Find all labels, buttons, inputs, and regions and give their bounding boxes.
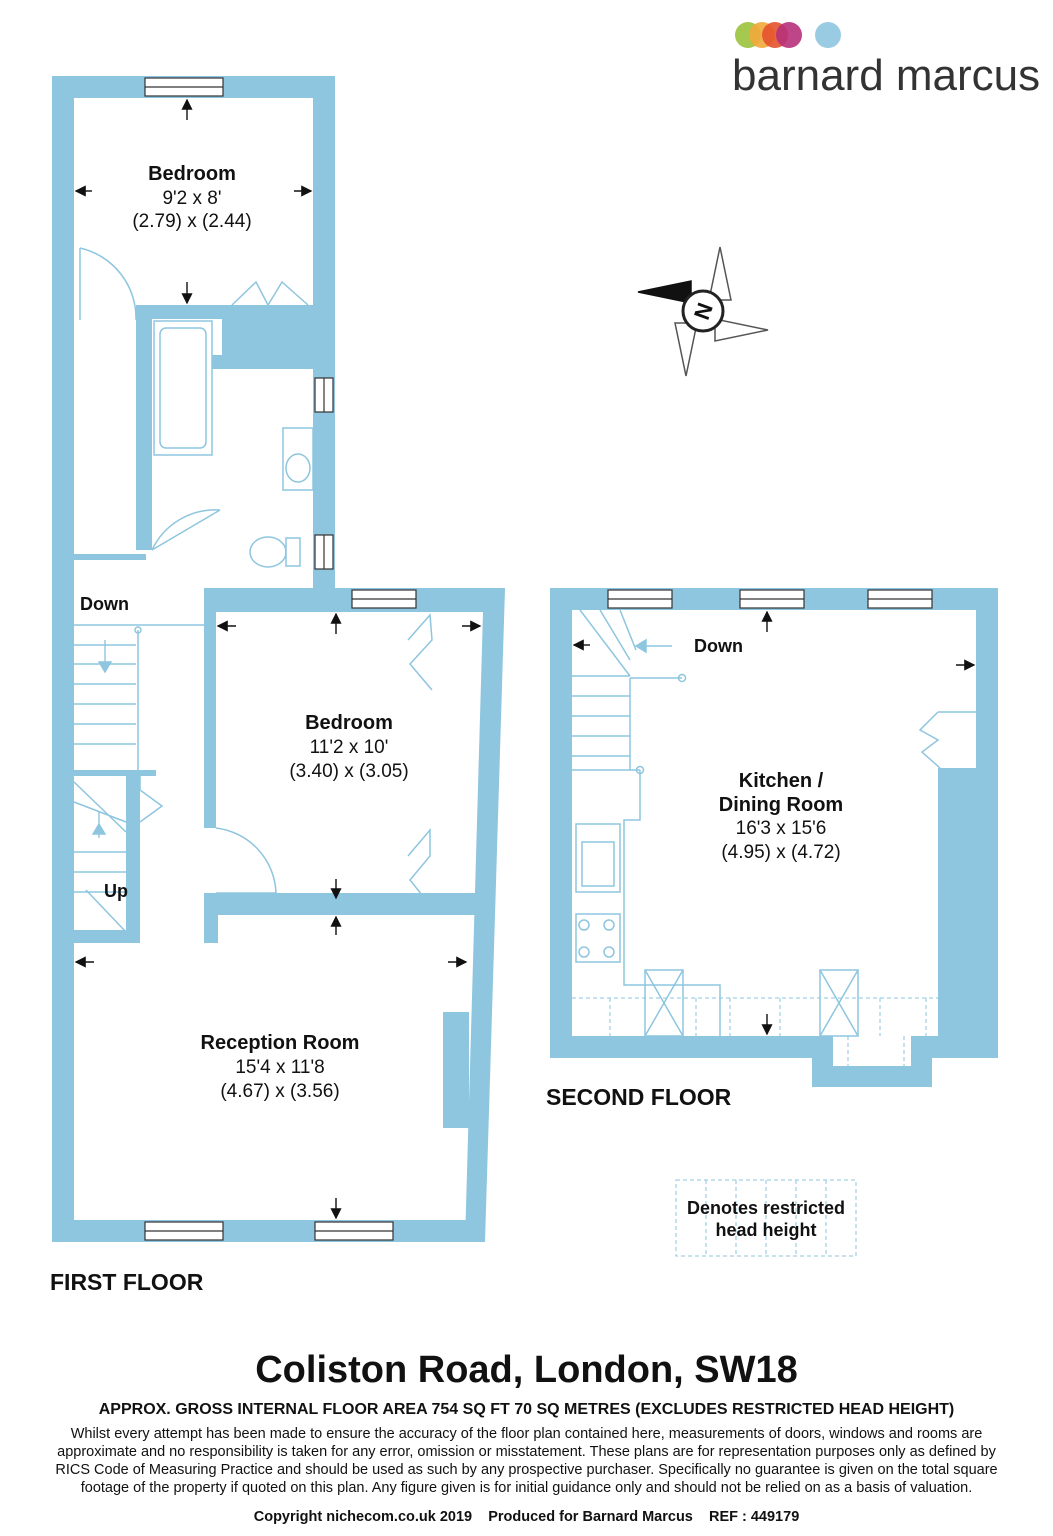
toilet [249, 536, 287, 568]
second-floor-windows [607, 589, 933, 609]
floor-plan: barnard marcus N [50, 22, 1040, 1295]
compass-icon: N [637, 246, 769, 377]
room-name: Bedroom [148, 163, 236, 185]
legend-line2: head height [715, 1220, 816, 1240]
sink [575, 823, 621, 893]
room-imperial: 16'3 x 15'6 [736, 818, 827, 839]
room-imperial: 15'4 x 11'8 [235, 1057, 324, 1078]
room-metric: (3.40) x (3.05) [289, 761, 408, 782]
disclaimer-line: Whilst every attempt has been made to en… [70, 1426, 983, 1442]
copyright: Copyright nichecom.co.uk 2019 Produced f… [253, 1509, 800, 1525]
floor-label: SECOND FLOOR [546, 1084, 732, 1110]
footer: Coliston Road, London, SW18 APPROX. GROS… [0, 1345, 1053, 1525]
stair-arrows [91, 640, 113, 838]
room-metric: (4.95) x (4.72) [721, 842, 840, 863]
disclaimer-line: footage of the property if quoted on thi… [80, 1480, 973, 1496]
disclaimer-line: approximate and no responsibility is tak… [57, 1444, 996, 1460]
stairs-down-label: Down [80, 594, 129, 614]
room-metric: (4.67) x (3.56) [220, 1081, 339, 1102]
brand-name: barnard marcus [732, 51, 1040, 100]
bath [153, 320, 213, 456]
room-name: Dining Room [719, 794, 843, 816]
disclaimer-line: RICS Code of Measuring Practice and shou… [55, 1462, 998, 1478]
floor-label: FIRST FLOOR [50, 1269, 204, 1295]
first-floor-fixtures [73, 247, 433, 933]
second-floor-labels: Down Kitchen / Dining Room 16'3 x 15'6 (… [546, 636, 843, 1110]
stairs-down-label: Down [694, 636, 743, 656]
first-floor-arrows [74, 98, 482, 1220]
legend: Denotes restricted head height [675, 1179, 857, 1257]
logo-dot [815, 22, 841, 48]
second-floor-fixtures [572, 609, 976, 1037]
second-floor-inner [833, 1036, 911, 1066]
first-floor-labels: Bedroom 9'2 x 8' (2.79) x (2.44) Bedroom… [50, 163, 409, 1295]
room-name: Kitchen / [739, 770, 824, 792]
hob [575, 913, 621, 963]
room-name: Bedroom [305, 712, 393, 734]
room-metric: (2.79) x (2.44) [132, 211, 251, 232]
stairs-up-label: Up [104, 881, 128, 901]
disclaimer: Whilst every attempt has been made to en… [14, 1425, 1039, 1497]
basin [282, 427, 314, 491]
first-floor-windows [144, 77, 417, 1241]
restricted-area [572, 997, 938, 1066]
room-imperial: 9'2 x 8' [162, 188, 221, 209]
second-floor-arrows [572, 610, 976, 1036]
floor-area: APPROX. GROSS INTERNAL FLOOR AREA 754 SQ… [98, 1401, 955, 1418]
logo-dot [776, 22, 802, 48]
room-imperial: 11'2 x 10' [310, 737, 389, 758]
legend-line1: Denotes restricted [687, 1198, 845, 1218]
room-name: Reception Room [201, 1032, 360, 1054]
brand-logo: barnard marcus [732, 22, 1040, 100]
property-title: Coliston Road, London, SW18 [255, 1349, 798, 1391]
